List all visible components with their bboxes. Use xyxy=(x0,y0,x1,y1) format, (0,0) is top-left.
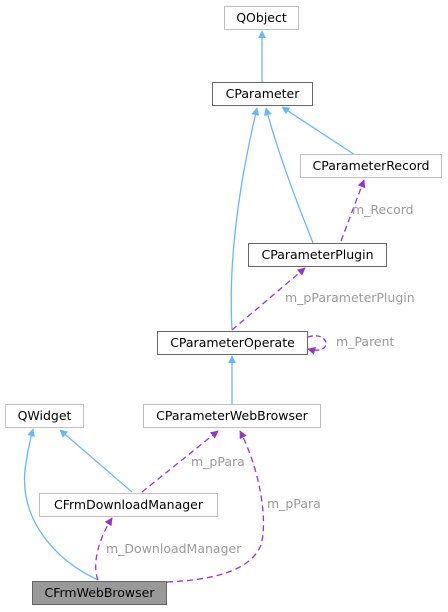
edge-record xyxy=(340,179,366,242)
edge-cparameterplugin-to-cparameter xyxy=(264,107,314,244)
edge-download-manager xyxy=(95,517,113,581)
edge-para-browser xyxy=(166,430,265,583)
edge-cfrmdownloadmanager-to-qwidget xyxy=(59,429,133,493)
edge-label-parent: m_Parent xyxy=(336,334,395,349)
node-qobject[interactable]: QObject xyxy=(224,6,299,30)
edge-label-plugin: m_pParameterPlugin xyxy=(285,290,415,305)
edge-para-download xyxy=(141,430,219,493)
edge-cparameteroperate-to-cparameter xyxy=(230,107,260,331)
edge-plugin xyxy=(231,267,306,331)
edge-label-para-download: m_pPara xyxy=(191,454,245,469)
node-cparameter-operate[interactable]: CParameterOperate xyxy=(157,331,308,355)
node-cparameter[interactable]: CParameter xyxy=(212,82,313,106)
node-cfrm-web-browser[interactable]: CFrmWebBrowser xyxy=(32,581,167,605)
edge-parent xyxy=(307,335,327,355)
node-cparameter-record[interactable]: CParameterRecord xyxy=(300,154,442,178)
edge-label-download-manager: m_DownloadManager xyxy=(106,541,242,556)
edge-cfrmwebbrowser-to-qwidget xyxy=(23,428,99,581)
edge-cparameterrecord-to-cparameter xyxy=(281,106,356,156)
edge-label-para-browser: m_pPara xyxy=(267,496,321,511)
node-qwidget[interactable]: QWidget xyxy=(5,404,84,428)
node-cparameter-web-browser[interactable]: CParameterWebBrowser xyxy=(143,404,321,428)
edge-label-record: m_Record xyxy=(352,202,414,217)
node-cfrm-download-manager[interactable]: CFrmDownloadManager xyxy=(39,493,218,517)
node-cparameter-plugin[interactable]: CParameterPlugin xyxy=(248,243,387,267)
